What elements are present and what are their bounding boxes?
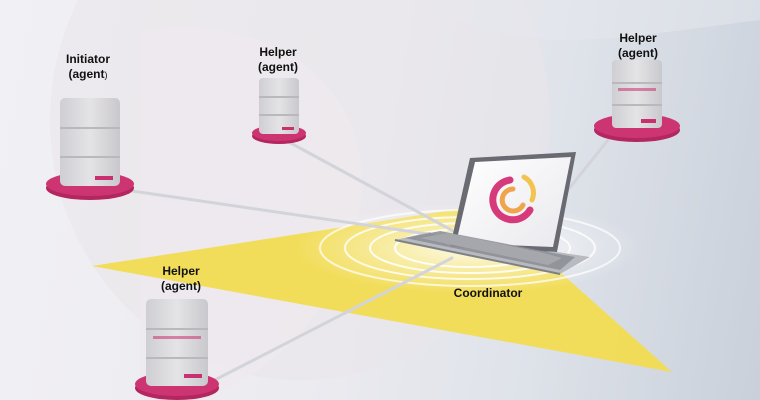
helper-top-title: Helper bbox=[259, 45, 297, 59]
helper-right-title: Helper bbox=[619, 31, 657, 45]
helper-top-subtitle: (agent) bbox=[258, 60, 298, 74]
server-icon bbox=[135, 299, 219, 400]
laptop-icon bbox=[394, 152, 590, 275]
link-initiator-coordinator bbox=[123, 188, 457, 240]
helper-top-label: Helper (agent) bbox=[258, 45, 298, 75]
coordinator-logo-icon bbox=[489, 174, 536, 224]
server-icon bbox=[594, 60, 680, 142]
initiator-title: Initiator bbox=[66, 52, 110, 66]
coordinator-label: Coordinator bbox=[454, 286, 523, 301]
helper-right-subtitle: (agent) bbox=[618, 46, 658, 60]
server-icon bbox=[46, 98, 134, 200]
link-helper-bottom-coordinator bbox=[203, 256, 454, 387]
server-icon bbox=[252, 78, 306, 144]
initiator-subtitle: (agent) bbox=[68, 67, 108, 81]
helper-bottom-title: Helper bbox=[162, 264, 200, 278]
helper-right-label: Helper (agent) bbox=[618, 31, 658, 61]
link-helper-top-coordinator bbox=[283, 138, 457, 234]
coordinator-title: Coordinator bbox=[453, 286, 523, 300]
background-decor bbox=[50, 0, 760, 400]
helper-bottom-label: Helper (agent) bbox=[161, 264, 201, 294]
initiator-label: Initiator (agent) bbox=[66, 52, 110, 83]
helper-bottom-subtitle: (agent) bbox=[161, 279, 201, 293]
